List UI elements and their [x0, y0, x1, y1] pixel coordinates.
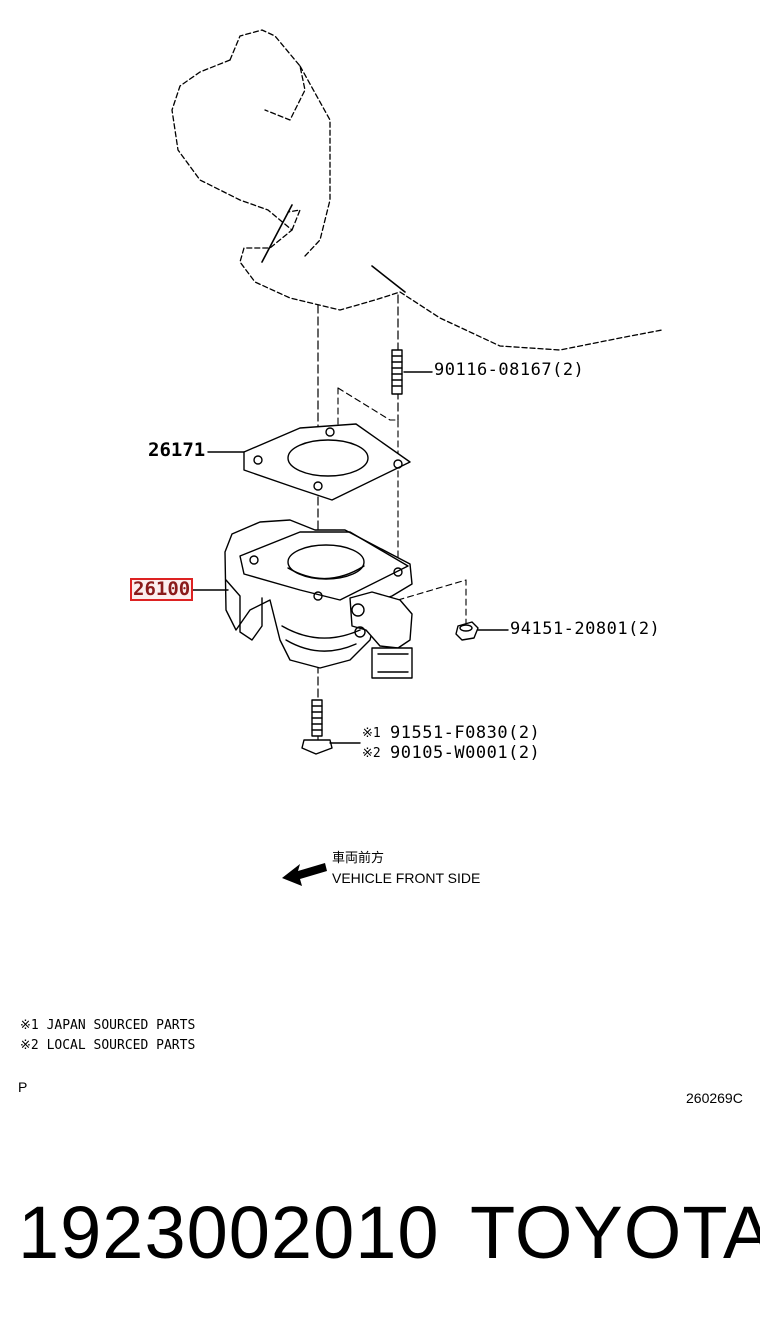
note-text: JAPAN SOURCED PARTS	[46, 1018, 196, 1033]
throttle-body	[224, 519, 413, 679]
intake-manifold-outline	[171, 29, 663, 351]
callout-bolt-local-part-number[interactable]: 90105-W0001(2)	[390, 743, 541, 763]
flange-nut	[455, 621, 479, 641]
manifold-edge	[261, 204, 293, 263]
note-mark: ※1	[20, 1018, 39, 1033]
direction-label-japanese: 車両前方	[332, 850, 385, 865]
gasket	[243, 423, 411, 501]
callout-bolt-japan-part-number[interactable]: 91551-F0830(2)	[390, 723, 541, 743]
note-row-2: ※2 LOCAL SOURCED PARTS	[20, 1039, 195, 1052]
note-row-1: ※1 JAPAN SOURCED PARTS	[20, 1019, 195, 1032]
note-mark-2: ※2	[362, 746, 381, 761]
stud-bolt	[391, 349, 403, 395]
direction-label-english: VEHICLE FRONT SIDE	[332, 870, 481, 886]
note-mark-1: ※1	[362, 726, 381, 741]
manifold-edge	[371, 265, 406, 293]
caption-brand: TOYOTA	[470, 1191, 760, 1274]
callout-gasket-part-number[interactable]: 26171	[148, 439, 206, 461]
note-text: LOCAL SOURCED PARTS	[46, 1038, 196, 1053]
callout-nut-part-number[interactable]: 94151-20801(2)	[510, 619, 661, 639]
footer-page-letter: P	[18, 1079, 28, 1095]
assembly-axis	[337, 387, 399, 561]
caption-part-number: 1923002010	[18, 1191, 440, 1274]
callout-stud-part-number[interactable]: 90116-08167(2)	[434, 360, 585, 380]
front-direction-arrow	[282, 863, 327, 886]
figure-code: 260269C	[686, 1090, 743, 1106]
note-mark: ※2	[20, 1038, 39, 1053]
callout-throttle-body-part-number[interactable]: 26100	[130, 578, 194, 601]
flange-bolt	[301, 699, 333, 755]
assembly-axis	[397, 579, 467, 629]
